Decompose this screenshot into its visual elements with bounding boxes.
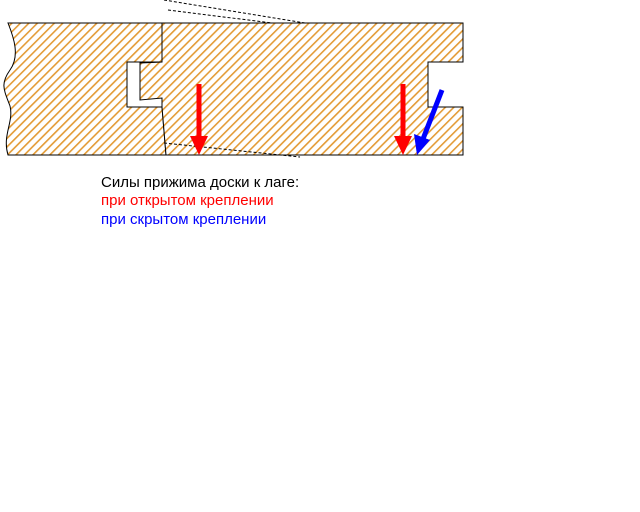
open-fastening-force-arrow-right [394, 84, 412, 155]
floor-board-cross-section-diagram [3, 0, 464, 158]
caption-title: Силы прижима доски к лаге: [101, 174, 300, 191]
caption-open-fastening: при открытом креплении [101, 192, 274, 209]
right-board [139, 22, 464, 156]
open-fastening-force-arrow-left [190, 84, 208, 155]
caption-hidden-fastening: при скрытом креплении [101, 211, 267, 228]
hidden-fastening-force-arrow [414, 89, 445, 155]
dashed-bottom-line [163, 142, 301, 158]
dashed-guide-lines [163, 0, 306, 24]
left-board [3, 22, 167, 156]
